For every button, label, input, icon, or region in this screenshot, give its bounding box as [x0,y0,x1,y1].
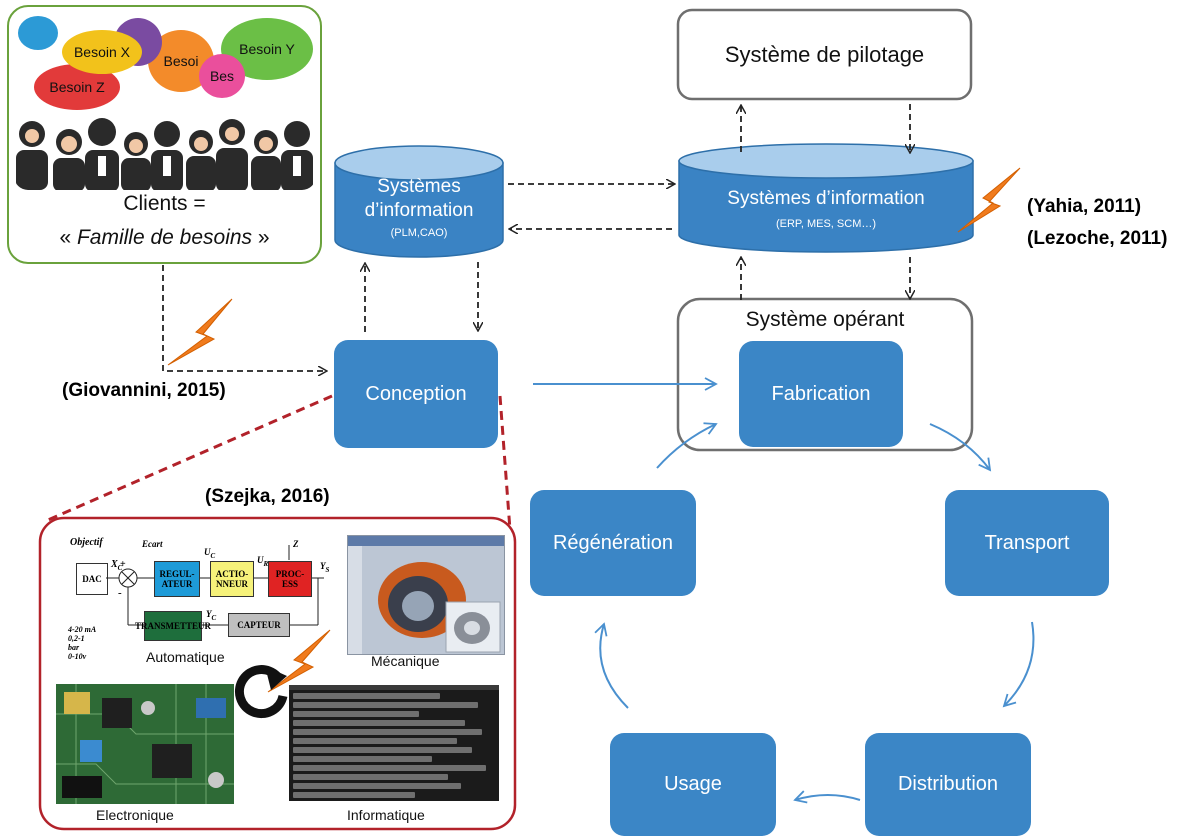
cd-dac: DAC [76,563,108,595]
si-right-cylinder [678,143,974,253]
cd-ur: UR [257,555,268,568]
operant-label: Système opérant [745,308,905,331]
bubble-blue [18,16,58,50]
regeneration-box: Régénération [530,490,696,596]
bubble-besoin-x: Besoin X [62,30,142,74]
label-automatique: Automatique [146,649,225,665]
cad-part-icon [378,562,501,653]
bubble-bes: Bes [199,54,245,98]
clients-subtitle: « Famille de besoins » [8,226,321,250]
cd-xc-main: X [111,559,118,570]
ref-giovannini: (Giovannini, 2015) [62,380,226,401]
lightning-bolt-si-right [957,167,1021,233]
pilotage-label: Système de pilotage [724,42,925,67]
arrow-distribution-usage [793,790,861,804]
cd-transmetteur: TRANSMETTEUR [135,611,211,641]
refresh-icon [234,665,288,719]
cd-uc: UC [204,547,215,560]
cd-ecart: Ecart [142,539,163,549]
si-left-sub: (PLM,CAO) [390,227,448,239]
arrow-transport-distribution [1002,621,1035,708]
arrow-clients-to-conception [162,265,326,371]
cd-process: PROC-ESS [268,561,312,597]
zoom-line-left [47,394,333,522]
si-right-title: Systèmes d’information [727,188,925,209]
ref-yahia: (Yahia, 2011) [1027,196,1142,217]
pcb-components-icon [56,684,234,804]
lightning-bolt-clients [167,298,233,366]
si-right-sub: (ERP, MES, SCM…) [775,218,877,230]
cd-xc-sub: C [117,564,123,572]
control-diagram: Objectif DAC XC + Ecart - REGUL-ATEUR UC… [56,533,346,661]
cd-yc-sub: C [211,613,217,622]
label-informatique: Informatique [347,807,425,823]
si-left-title-line2: d’information [364,200,474,221]
cd-ys-main: Y [320,561,326,571]
cd-xc: XC [111,559,122,572]
cd-yc: YC [206,609,216,622]
cd-capteur: CAPTEUR [228,613,290,637]
cd-signal-1: 0,2-1 [68,634,85,643]
cd-ys-sub: S [325,565,330,574]
arrow-usage-regeneration [594,622,629,709]
cd-signals: 4-20 mA 0,2-1 bar 0-10v [68,625,96,661]
cd-signal-3: 0-10v [68,652,87,661]
label-electronique: Electronique [96,807,174,823]
clients-subtitle-open: « [59,226,77,249]
cd-objectif: Objectif [70,537,103,548]
si-left-title: Systèmes d’information [335,175,503,223]
cd-ys: YS [320,561,329,574]
clients-label: Clients = [123,192,206,215]
cd-minus: - [118,587,122,599]
transport-box: Transport [945,490,1109,596]
cd-ur-main: U [257,555,264,565]
cd-z: Z [293,539,299,549]
cd-uc-main: U [204,547,211,557]
pcb-image [56,684,234,804]
clients-subtitle-italic: Famille de besoins [76,226,253,249]
conception-box: Conception [334,340,498,448]
clients-panel: Besoin Y Besoi Bes Besoin Z Besoin X [14,12,316,190]
terminal-image [289,685,499,801]
fabrication-box: Fabrication [739,341,903,447]
cd-ur-sub: R [263,559,269,568]
si-left-cylinder [334,145,504,258]
pilotage-frame [676,8,973,101]
usage-box: Usage [610,733,776,836]
cd-plus: + [120,559,126,570]
cd-wiring [106,545,324,626]
cd-regulateur: REGUL-ATEUR [154,561,200,597]
arrow-regeneration-fabrication [656,422,718,469]
si-left-title-line1: Systèmes [377,176,461,197]
cd-signal-0: 4-20 mA [68,625,97,634]
arrow-fabrication-transport [929,423,992,472]
ref-szejka: (Szejka, 2016) [205,486,330,507]
distribution-box: Distribution [865,733,1031,836]
lightning-bolt-domains [267,629,331,693]
cad-image [347,535,505,655]
clients-subtitle-close: » [252,226,270,249]
ref-lezoche: (Lezoche, 2011) [1027,228,1168,249]
cd-uc-sub: C [210,551,216,560]
people-silhouettes [16,118,313,190]
cd-signal-2: bar [68,643,80,652]
cd-yc-main: Y [206,609,212,619]
label-mecanique: Mécanique [371,653,440,669]
zoom-line-right [498,395,512,531]
cd-actionneur: ACTIO-NNEUR [210,561,254,597]
